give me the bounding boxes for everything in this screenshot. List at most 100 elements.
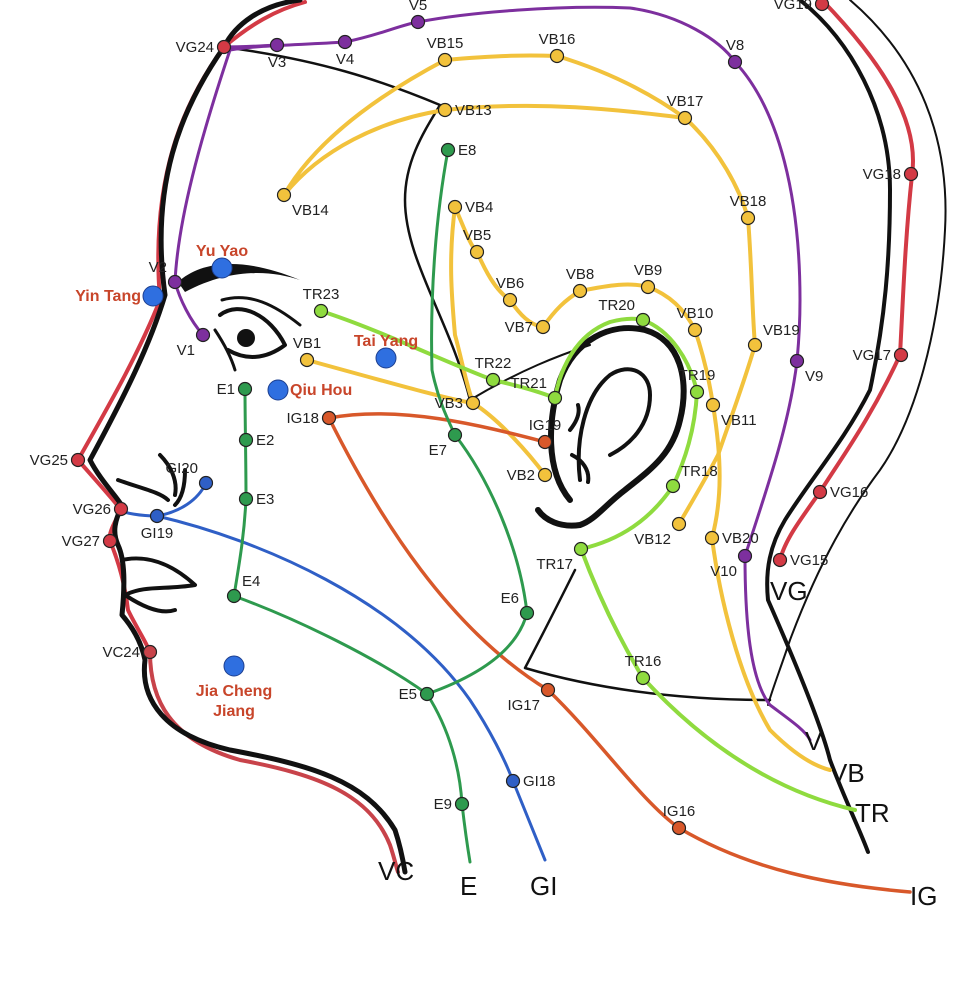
- acupoint-marker: [447, 427, 463, 443]
- acupoint-e9: E9: [434, 796, 470, 813]
- acupoint-vb5: VB5: [463, 227, 491, 260]
- acupoint-marker: [167, 274, 183, 290]
- meridian-label-tr: TR: [855, 798, 890, 828]
- acupoint-tr16: TR16: [625, 653, 662, 686]
- acupoint-label: TR20: [598, 297, 635, 314]
- acupoint-label: E3: [256, 491, 274, 508]
- acupoint-label: GI19: [141, 525, 174, 542]
- acupoint-marker: [640, 279, 656, 295]
- acupoint-vb4: VB4: [447, 199, 493, 216]
- vb-meridian-line-e: [710, 403, 832, 772]
- acupoint-vb14: VB14: [276, 187, 329, 219]
- acupoint-marker: [447, 199, 463, 215]
- meridian-label-vc: VC: [378, 856, 414, 886]
- acupoint-marker: [747, 337, 763, 353]
- acupoint-ig16: IG16: [663, 803, 695, 836]
- extra-point-tai-yang: Tai Yang: [354, 333, 418, 369]
- acupoint-label: V2: [149, 259, 167, 276]
- hairline-outline: [222, 45, 472, 402]
- acupoint-marker: [454, 796, 470, 812]
- acupoint-label: VG27: [62, 533, 100, 550]
- acupoint-tr22: TR22: [475, 355, 511, 388]
- acupoint-label: V10: [710, 563, 737, 580]
- extra-point-label: Qiu Hou: [290, 382, 352, 399]
- acupoint-label: V4: [336, 51, 354, 68]
- meridian-label-vg: VG: [770, 576, 808, 606]
- acupoint-vb19: VB19: [747, 322, 800, 353]
- acupoint-marker: [142, 644, 158, 660]
- acupoint-vb13: VB13: [437, 102, 492, 119]
- acupoint-marker: [238, 491, 254, 507]
- acupoint-e3: E3: [238, 491, 274, 508]
- acupoint-marker: [705, 397, 721, 413]
- acupoint-label: TR21: [510, 375, 547, 392]
- acupoint-marker: [102, 533, 118, 549]
- acupoint-label: VB7: [505, 319, 533, 336]
- acupoint-label: VB14: [292, 202, 329, 219]
- acupoint-tr23: TR23: [303, 286, 339, 319]
- acupoint-v2: V2: [149, 259, 183, 290]
- vb-meridian-line-b: [449, 205, 715, 407]
- acupoint-marker: [437, 52, 453, 68]
- acupoint-e8: E8: [440, 142, 476, 159]
- acupoint-marker: [537, 434, 553, 450]
- acupoint-label: GI18: [523, 773, 556, 790]
- acupoint-marker: [469, 244, 485, 260]
- acupoint-marker: [437, 102, 453, 118]
- acupoint-label: E7: [429, 442, 447, 459]
- acupoint-tr21: TR21: [510, 375, 563, 406]
- acupoint-marker: [337, 34, 353, 50]
- acupoint-vg24: VG24: [176, 39, 232, 56]
- meridian-label-e: E: [460, 871, 477, 901]
- acupoint-label: VC24: [102, 644, 140, 661]
- acupoint-marker: [113, 501, 129, 517]
- acupoint-vb15: VB15: [427, 35, 463, 68]
- acupoint-label: TR17: [536, 556, 573, 573]
- acupoint-ig19: IG19: [529, 417, 561, 450]
- acupoint-label: V1: [177, 342, 195, 359]
- acupoint-marker: [195, 327, 211, 343]
- acupoint-label: VB13: [455, 102, 492, 119]
- back-of-head-outline: [765, 0, 892, 854]
- acupoint-label: VB5: [463, 227, 491, 244]
- acupoint-marker: [440, 142, 456, 158]
- acupoint-label: TR19: [679, 367, 716, 384]
- acupoint-vb12: VB12: [634, 516, 687, 548]
- acupoint-vb3: VB3: [435, 395, 481, 412]
- extra-point-marker: [211, 257, 233, 279]
- acupoint-v5: V5: [409, 0, 427, 30]
- tr-meridian-line-c: [579, 547, 857, 812]
- extra-point-qiu-hou: Qiu Hou: [267, 379, 352, 401]
- extra-point-marker: [267, 379, 289, 401]
- acupoint-label: VB19: [763, 322, 800, 339]
- acupoint-marker: [547, 390, 563, 406]
- acupoint-label: VB18: [730, 193, 767, 210]
- acupoint-marker: [572, 283, 588, 299]
- vc-meridian-line: [148, 650, 400, 874]
- acupoint-label: VB11: [721, 412, 757, 429]
- nose-outline: [116, 453, 187, 507]
- eyelid-lines: [213, 296, 302, 372]
- acupoint-vb6: VB6: [496, 275, 524, 308]
- tr-meridian-line-b: [553, 316, 699, 551]
- acupoint-ig18: IG18: [286, 410, 337, 427]
- acupoint-label: VB20: [722, 530, 759, 547]
- acupoint-marker: [70, 452, 86, 468]
- meridian-label-v: V: [805, 726, 823, 756]
- acupoint-vg17: VG17: [853, 347, 909, 364]
- meridian-label-gi: GI: [530, 871, 557, 901]
- v-meridian-line-2: [222, 43, 279, 49]
- acupoint-label: TR16: [625, 653, 662, 670]
- acupoint-label: V9: [805, 368, 823, 385]
- meridian-label-vb: VB: [830, 758, 865, 788]
- acupoint-marker: [893, 347, 909, 363]
- acupoint-marker: [635, 670, 651, 686]
- acupoint-marker: [465, 395, 481, 411]
- acupoint-label: IG18: [286, 410, 319, 427]
- acupoint-e5: E5: [399, 686, 435, 703]
- eye-outline: [218, 307, 287, 359]
- acupoint-vb18: VB18: [730, 193, 767, 226]
- acupoint-label: E6: [501, 590, 519, 607]
